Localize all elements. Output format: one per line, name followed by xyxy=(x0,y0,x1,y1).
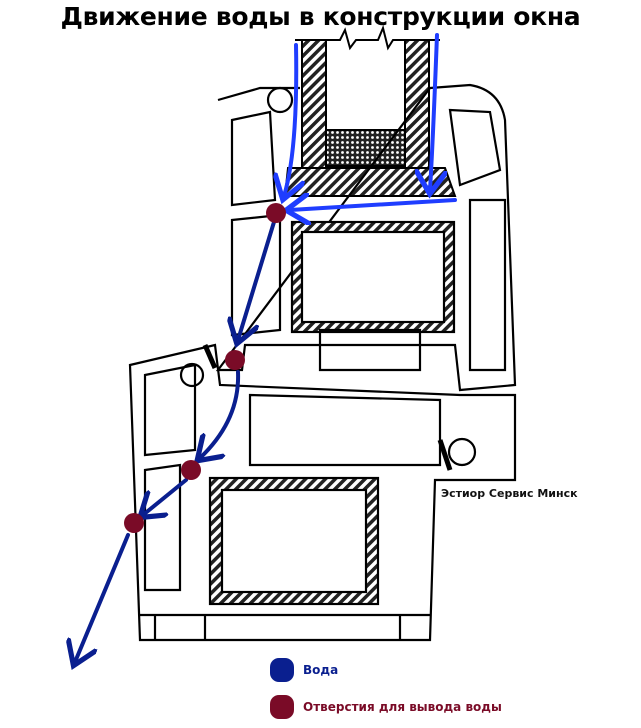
sash-profile xyxy=(215,83,517,392)
glass-pane-left xyxy=(301,39,327,169)
legend-item-water: Вода xyxy=(270,658,338,682)
water-arrow-4 xyxy=(75,533,130,662)
drain-hole xyxy=(266,203,286,223)
water-arrow-left xyxy=(284,43,296,196)
frame-gasket xyxy=(179,362,205,388)
water-arrow-right xyxy=(430,33,437,190)
drain-hole xyxy=(124,513,144,533)
water-flow-drain xyxy=(75,220,276,662)
frame-profile xyxy=(128,343,517,642)
legend-label-water: Вода xyxy=(303,663,339,677)
sash-gasket xyxy=(266,86,294,114)
water-swatch xyxy=(270,658,294,682)
legend-label-drain-holes: Отверстия для вывода воды xyxy=(303,700,502,714)
desiccant-spacer xyxy=(325,129,406,167)
water-arrow-bottom xyxy=(290,200,457,210)
glass-unit xyxy=(283,24,457,197)
drain-hole-swatch xyxy=(270,695,294,719)
drain-hole xyxy=(181,460,201,480)
glass-break-line xyxy=(295,24,440,51)
drain-hole xyxy=(225,350,245,370)
water-arrow-1 xyxy=(238,220,276,340)
outer-gasket xyxy=(447,437,477,467)
water-arrow-3 xyxy=(143,478,188,515)
water-flow-top xyxy=(284,33,457,210)
water-arrow-2 xyxy=(200,370,241,458)
legend-item-drain-holes: Отверстия для вывода воды xyxy=(270,695,502,719)
diagram-title: Движение воды в конструкции окна xyxy=(60,2,581,31)
drain-holes xyxy=(124,203,286,533)
watermark-text: Эстиор Сервис Минск xyxy=(441,487,578,500)
